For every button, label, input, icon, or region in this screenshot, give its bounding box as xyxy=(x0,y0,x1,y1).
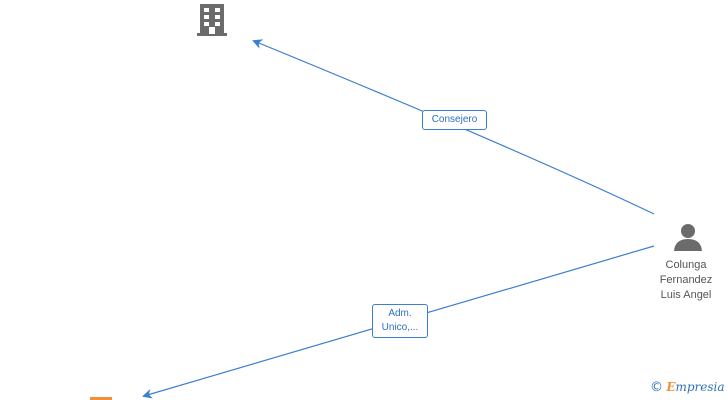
brand-name: mpresia xyxy=(675,380,725,394)
edge-label-consejero[interactable]: Consejero xyxy=(422,110,487,130)
person-name-line: Colunga xyxy=(665,259,707,271)
edge-label-adm-unico[interactable]: Adm. Unico,... xyxy=(372,304,428,338)
edge-label-text: Unico,... xyxy=(381,322,419,333)
person-name-line: Luis Angel xyxy=(660,289,712,301)
building-icon-orange[interactable] xyxy=(90,397,112,400)
person-name[interactable]: Colunga Fernandez Luis Angel xyxy=(650,258,722,303)
person-icon[interactable] xyxy=(672,222,704,252)
person-name-line: Fernandez xyxy=(659,274,713,286)
building-icon[interactable] xyxy=(196,3,228,37)
brand-initial: E xyxy=(666,380,676,394)
edge-label-text: Consejero xyxy=(431,114,478,125)
copyright-icon: © xyxy=(650,380,663,395)
edge-label-text: Adm. xyxy=(388,308,412,319)
edge-consejero xyxy=(252,39,655,215)
empresia-watermark: © Empresia xyxy=(650,380,725,398)
